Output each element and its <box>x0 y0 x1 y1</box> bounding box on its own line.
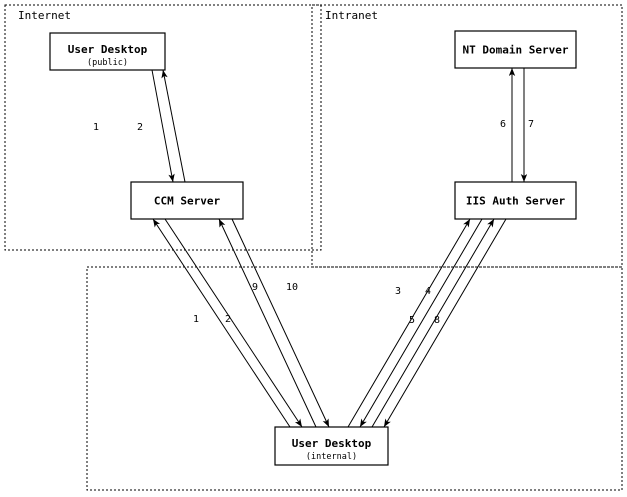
flow-step-label-5-user-desktop-internal: 5 <box>409 315 415 326</box>
flow-line-10-ccm-server-to-user-desktop-internal <box>231 218 330 428</box>
node-boxes: User Desktop (public) CCM Server NT Domain … <box>49 30 577 466</box>
flow-line-8-iis-auth-server-to-user-desktop-internal <box>383 218 507 428</box>
flow-step-label-6-iis-auth-server: 6 <box>500 119 506 130</box>
flow-line-9-user-desktop-internal-to-ccm-server <box>218 218 317 428</box>
flow-line-3-user-desktop-internal-to-iis-auth-server <box>347 218 471 428</box>
flow-step-label-8-iis-auth-server: 8 <box>434 315 440 326</box>
node-user-desktop-public[interactable]: User Desktop (public) <box>49 32 166 71</box>
flow-step-labels: 1 2 1 2 9 10 3 4 5 8 6 7 <box>93 119 534 326</box>
flow-line-1-user-desktop-public-to-ccm-server <box>151 69 175 183</box>
flow-arrows <box>151 68 528 428</box>
zone-internet: Internet <box>4 4 322 251</box>
zone-label-internet: Internet <box>18 9 71 22</box>
flow-step-label-2-ccm-server: 2 <box>137 122 143 133</box>
node-ccm-server[interactable]: CCM Server <box>130 181 244 220</box>
node-box-user-desktop-internal[interactable] <box>274 426 389 466</box>
node-user-desktop-internal[interactable]: User Desktop (internal) <box>274 426 389 466</box>
node-subtitle-user-desktop-public: (public) <box>87 58 128 68</box>
flow-step-label-1-user-desktop-public: 1 <box>93 122 99 133</box>
flow-step-label-10-ccm-server: 10 <box>286 282 298 293</box>
node-box-nt-domain-server[interactable] <box>454 30 577 69</box>
node-box-iis-auth-server[interactable] <box>454 181 577 220</box>
node-title-user-desktop-internal: User Desktop <box>292 437 372 450</box>
flow-line-2-ccm-server-to-user-desktop-internal <box>164 218 303 428</box>
zone-intranet: Intranet <box>311 4 623 268</box>
zone-boundaries: Internet Intranet <box>4 4 623 491</box>
flow-step-label-2-ccm-server: 2 <box>225 314 231 325</box>
node-box-user-desktop-public[interactable] <box>49 32 166 71</box>
flow-step-label-1-user-desktop-internal: 1 <box>193 314 199 325</box>
zone-internal-lan <box>86 266 623 491</box>
flow-line-2-ccm-server-to-user-desktop-public <box>161 69 186 183</box>
zone-border-intranet <box>311 4 623 268</box>
node-title-iis-auth-server: IIS Auth Server <box>466 195 566 208</box>
flow-line-4-iis-auth-server-to-user-desktop-internal <box>359 218 483 428</box>
flow-step-label-9-user-desktop-internal: 9 <box>252 282 258 293</box>
node-title-ccm-server: CCM Server <box>154 195 221 208</box>
node-subtitle-user-desktop-internal: (internal) <box>306 452 357 462</box>
node-title-nt-domain-server: NT Domain Server <box>463 44 569 57</box>
node-title-user-desktop-public: User Desktop <box>68 43 148 56</box>
zone-border-internet <box>4 4 322 251</box>
flow-step-label-7-nt-domain-server: 7 <box>528 119 534 130</box>
node-box-ccm-server[interactable] <box>130 181 244 220</box>
zone-border-internal-lan <box>86 266 623 491</box>
flow-line-5-user-desktop-internal-to-iis-auth-server <box>371 218 495 428</box>
node-nt-domain-server[interactable]: NT Domain Server <box>454 30 577 69</box>
flow-line-1-user-desktop-internal-to-ccm-server <box>152 218 291 428</box>
flow-step-label-4-iis-auth-server: 4 <box>425 286 431 297</box>
node-iis-auth-server[interactable]: IIS Auth Server <box>454 181 577 220</box>
zone-label-intranet: Intranet <box>325 9 378 22</box>
flow-step-label-3-user-desktop-internal: 3 <box>395 286 401 297</box>
